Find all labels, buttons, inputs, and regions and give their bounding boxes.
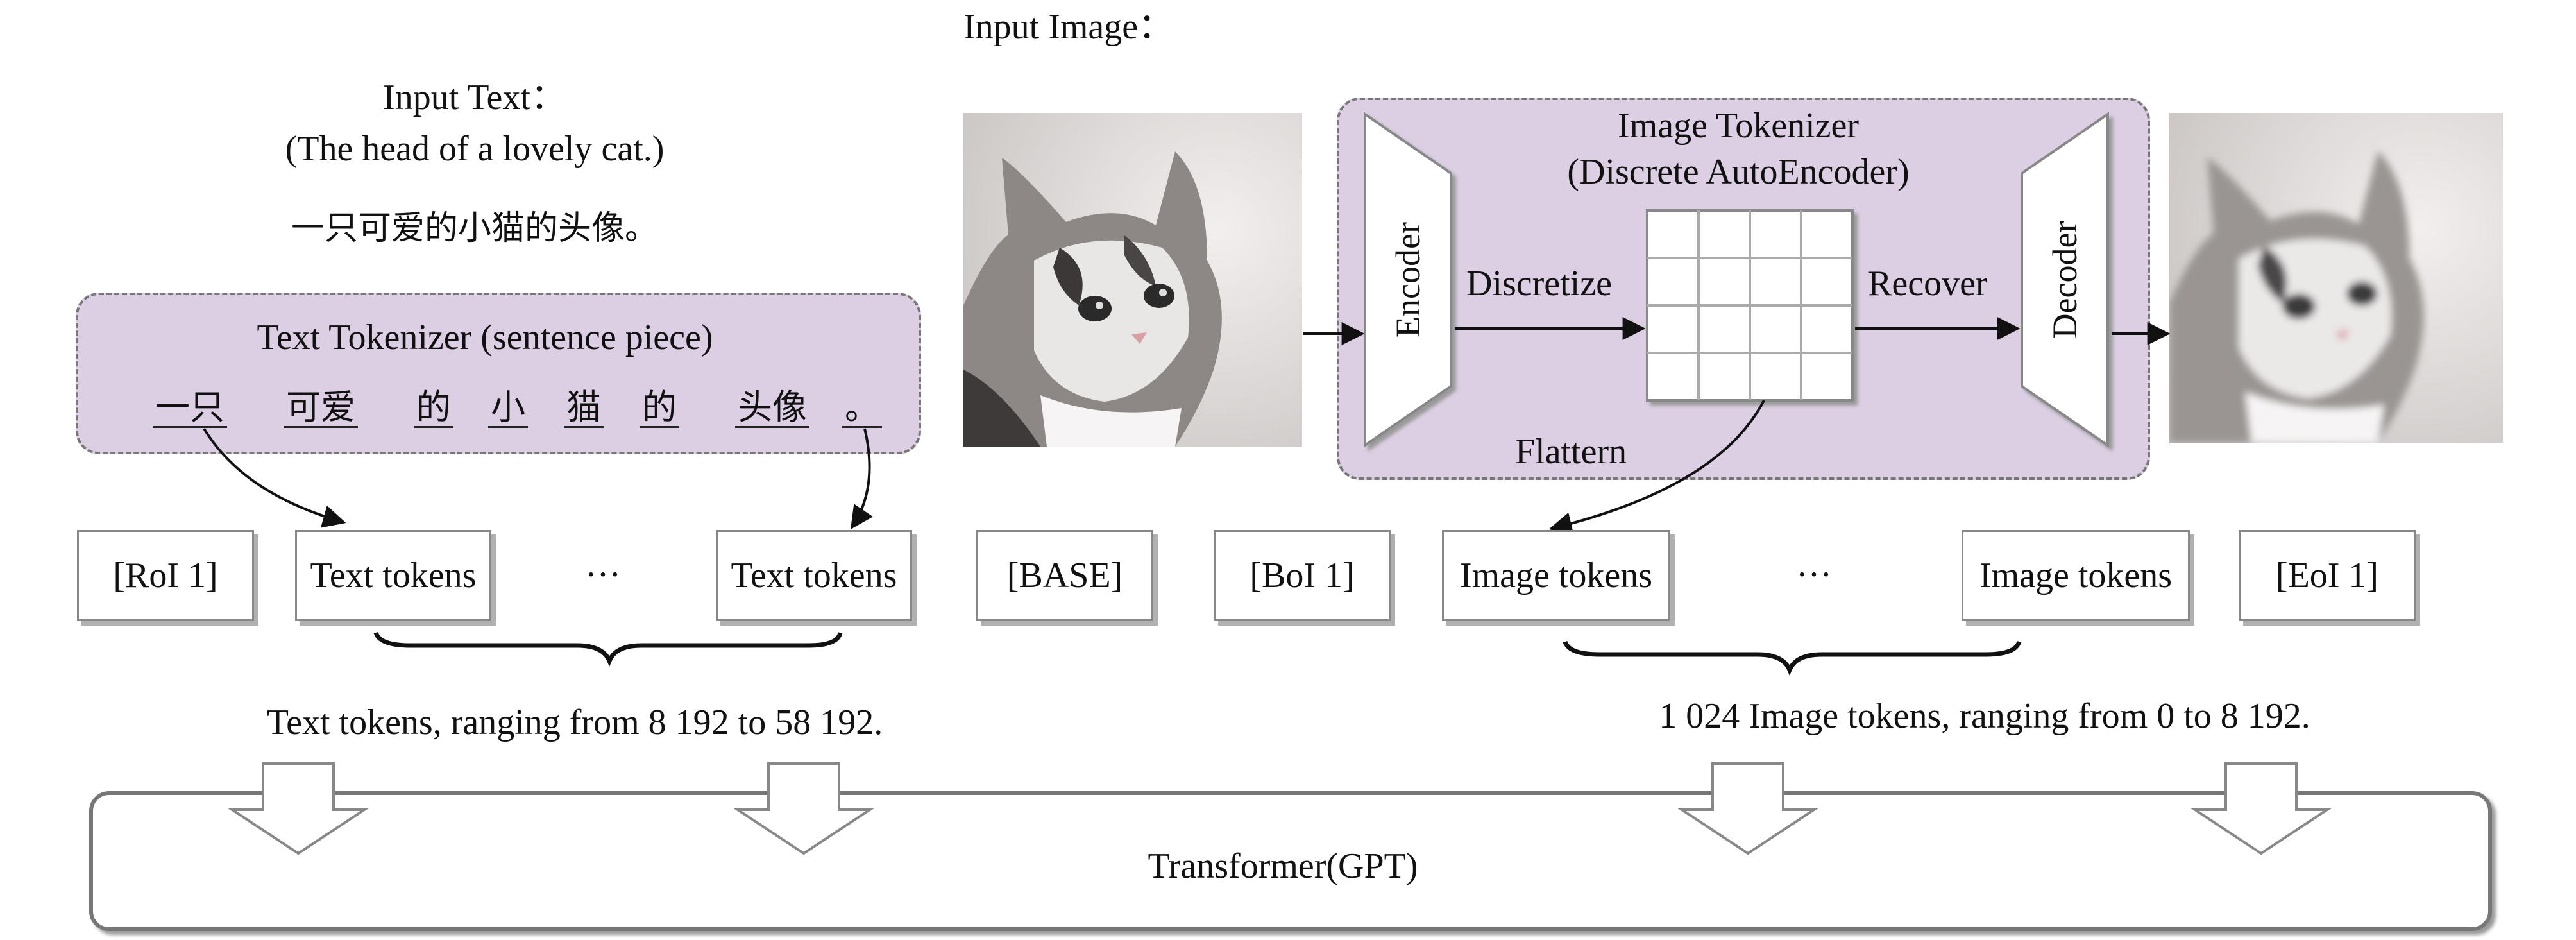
discrete-grid xyxy=(1646,209,1854,402)
input-text-chinese: 一只可爱的小猫的头像。 xyxy=(291,209,659,248)
input-text-english: (The head of a lovely cat.) xyxy=(285,129,665,169)
text-tokenizer-title: Text Tokenizer (sentence piece) xyxy=(257,318,713,357)
image-tokenizer-title: Image Tokenizer xyxy=(1618,106,1859,146)
image-tokenizer-subtitle: (Discrete AutoEncoder) xyxy=(1567,152,1910,192)
block-arrow xyxy=(228,762,2332,855)
token-boi: [BoI 1] xyxy=(1214,530,1391,621)
reconstructed-cat-image xyxy=(2169,113,2503,443)
recover-label: Recover xyxy=(1868,264,1988,303)
image-token-range: 1 024 Image tokens, ranging from 0 to 8 … xyxy=(1659,696,2310,736)
transformer-label: Transformer(GPT) xyxy=(1148,846,1418,886)
decoder-label: Decoder xyxy=(2046,221,2084,339)
text-segment: 的 xyxy=(414,390,453,428)
token-ellipsis: ··· xyxy=(585,555,621,595)
token-text: Text tokens xyxy=(295,530,491,621)
decoder-block xyxy=(2021,112,2109,448)
transformer-box xyxy=(89,791,2492,931)
input-text-label: Input Text： xyxy=(383,78,566,117)
discretize-label: Discretize xyxy=(1466,264,1612,303)
text-segment: 猫 xyxy=(564,390,604,428)
text-segment: 头像 xyxy=(735,390,809,428)
token-base: [BASE] xyxy=(976,530,1153,621)
flattern-label: Flattern xyxy=(1515,432,1627,472)
token-roi: [RoI 1] xyxy=(77,530,254,621)
text-segment: 。 xyxy=(842,390,882,428)
token-eoi: [EoI 1] xyxy=(2239,530,2416,621)
encoder-block xyxy=(1364,112,1452,448)
encoder-label: Encoder xyxy=(1389,222,1427,338)
token-image: Image tokens xyxy=(1962,530,2190,621)
text-token-range: Text tokens, ranging from 8 192 to 58 19… xyxy=(266,703,883,742)
token-ellipsis: ··· xyxy=(1796,555,1832,595)
text-segment: 小 xyxy=(488,390,528,428)
input-cat-image xyxy=(963,113,1302,447)
input-image-label: Input Image： xyxy=(963,7,1174,47)
text-segment: 的 xyxy=(640,390,679,428)
token-text: Text tokens xyxy=(716,530,912,621)
text-segment: 一只 xyxy=(153,390,227,428)
text-segment: 可爱 xyxy=(284,390,358,428)
token-image: Image tokens xyxy=(1442,530,1670,621)
